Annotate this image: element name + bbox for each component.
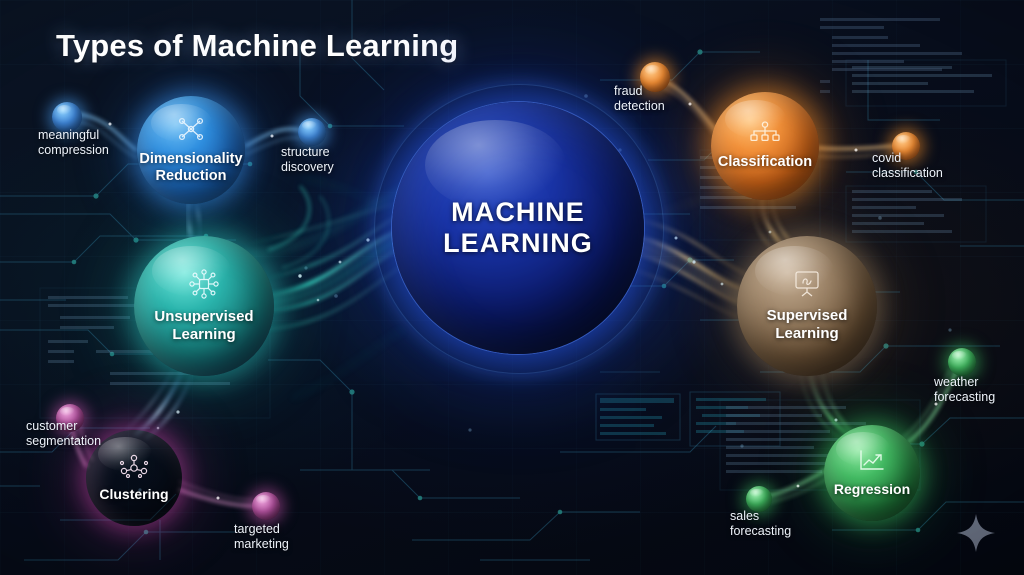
customer-segmentation-line2: segmentation xyxy=(26,434,102,449)
sales-forecasting-line1: sales xyxy=(730,509,760,523)
leaf-fraud-detection: fraud detection xyxy=(614,84,665,115)
customer-segmentation-line1: customer xyxy=(26,419,78,433)
node-machine-learning[interactable]: MACHINE LEARNING xyxy=(392,102,644,354)
clustering-label: Clustering xyxy=(99,485,169,502)
satellite-targeted-marketing[interactable] xyxy=(252,492,280,520)
leaf-structure-discovery: structure discovery xyxy=(281,145,334,176)
leaf-weather-forecasting: weather forecasting xyxy=(934,375,995,406)
meaningful-compression-line2: compression xyxy=(38,143,109,158)
machine-learning-label-line2: LEARNING xyxy=(443,228,593,258)
meaningful-compression-line1: meaningful xyxy=(38,128,100,142)
hub-network-icon xyxy=(188,269,220,304)
node-regression[interactable]: Regression xyxy=(824,425,920,521)
sales-forecasting-line2: forecasting xyxy=(730,524,792,539)
leaf-targeted-marketing: targeted marketing xyxy=(234,522,289,553)
crossing-nodes-icon xyxy=(176,116,206,147)
four-point-star-icon xyxy=(957,514,995,552)
supervised-learning-label-line1: Supervised xyxy=(766,307,848,325)
covid-classification-line1: covid xyxy=(872,151,902,165)
satellite-weather-forecasting[interactable] xyxy=(948,348,976,376)
classification-label: Classification xyxy=(717,154,813,171)
dimensionality-reduction-label-line2: Reduction xyxy=(155,167,227,184)
presentation-board-icon xyxy=(792,270,822,303)
satellite-structure-discovery[interactable] xyxy=(298,118,326,146)
leaf-sales-forecasting: sales forecasting xyxy=(730,509,791,540)
structure-discovery-line2: discovery xyxy=(281,160,334,175)
regression-label: Regression xyxy=(833,480,911,497)
leaf-meaningful-compression: meaningful compression xyxy=(38,128,109,159)
covid-classification-line2: classification xyxy=(872,166,943,181)
trending-up-chart-icon xyxy=(858,449,886,478)
targeted-marketing-line2: marketing xyxy=(234,537,289,552)
machine-learning-label-line1: MACHINE xyxy=(451,197,585,228)
targeted-marketing-line1: targeted xyxy=(234,522,280,536)
node-dimensionality-reduction[interactable]: Dimensionality Reduction xyxy=(137,96,245,204)
fraud-detection-line1: fraud xyxy=(614,84,643,98)
weather-forecasting-line1: weather xyxy=(934,375,979,389)
supervised-learning-label-line2: Learning xyxy=(775,324,839,342)
unsupervised-learning-label-line1: Unsupervised xyxy=(154,308,254,326)
leaf-customer-segmentation: customer segmentation xyxy=(26,419,101,450)
node-supervised-learning[interactable]: Supervised Learning xyxy=(737,236,877,376)
unsupervised-learning-label-line2: Learning xyxy=(172,325,236,343)
page-title: Types of Machine Learning xyxy=(56,28,459,63)
cluster-dots-icon xyxy=(119,454,149,483)
weather-forecasting-line2: forecasting xyxy=(934,390,996,405)
hierarchy-tree-icon xyxy=(750,121,780,150)
node-classification[interactable]: Classification xyxy=(711,92,819,200)
node-unsupervised-learning[interactable]: Unsupervised Learning xyxy=(134,236,274,376)
leaf-covid-classification: covid classification xyxy=(872,151,943,182)
fraud-detection-line2: detection xyxy=(614,99,665,114)
structure-discovery-line1: structure xyxy=(281,145,330,159)
dimensionality-reduction-label-line1: Dimensionality xyxy=(139,150,243,167)
